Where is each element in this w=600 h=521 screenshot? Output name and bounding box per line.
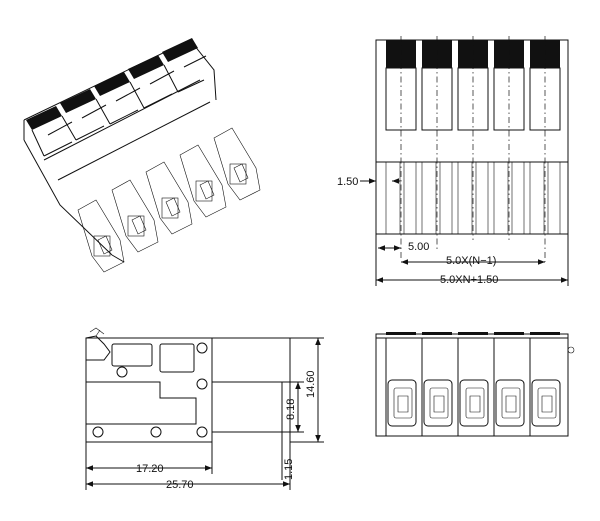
dim-pin-offset: 1.50 <box>337 176 358 188</box>
dim-pitch-span: 5.0X(N−1) <box>446 255 496 267</box>
clamp-units <box>77 127 261 273</box>
dim-height-total: 14.60 <box>305 370 317 398</box>
dim-pitch: 5.00 <box>408 241 429 253</box>
dim-length-total: 25.70 <box>166 479 194 491</box>
front-view <box>375 332 575 437</box>
top-view: 1.50 5.00 5.0X(N−1) 5.0XN+1.50 <box>337 36 569 286</box>
dim-height-inner: 8.18 <box>285 399 297 420</box>
grip-stripes <box>26 38 198 130</box>
terminal-openings <box>387 379 561 427</box>
dim-total-width: 5.0XN+1.50 <box>440 274 498 286</box>
side-view: 14.60 8.18 17.20 25.70 1.15 <box>85 327 324 491</box>
dim-length-mid: 17.20 <box>136 463 164 475</box>
isometric-view <box>23 38 261 273</box>
dim-offset-bottom: 1.15 <box>283 459 295 480</box>
